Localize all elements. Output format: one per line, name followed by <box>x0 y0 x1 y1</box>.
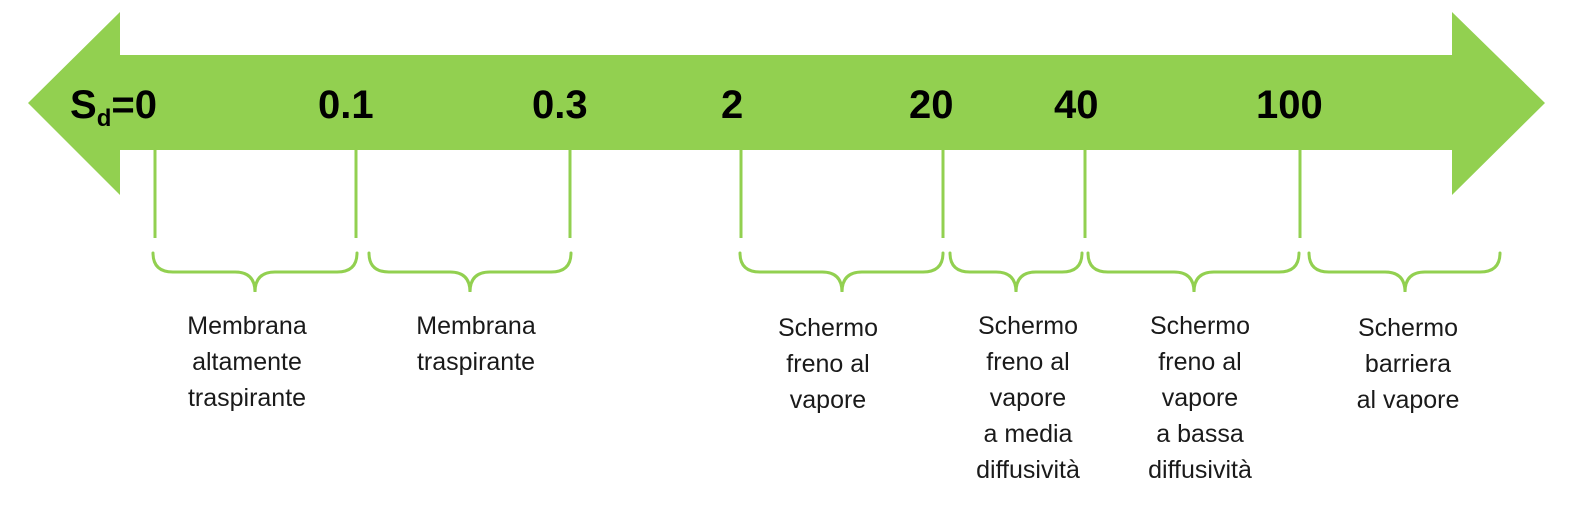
range-label-line: traspirante <box>187 384 307 412</box>
range-label-line: a bassa <box>1156 420 1244 448</box>
sd-symbol-main: S <box>70 83 97 127</box>
tick-value-0: =0 <box>111 83 157 127</box>
range-label-line: al vapore <box>1356 386 1460 414</box>
range-label-membrana-traspirante: Membrana traspirante <box>376 308 576 380</box>
range-label-line: traspirante <box>416 348 536 376</box>
range-label-schermo-freno-al-vapore: Schermo freno al vapore <box>728 310 928 418</box>
brace-membrana-altamente-traspirante <box>151 251 359 293</box>
brace-schermo-freno-bassa <box>1086 251 1301 293</box>
tick-value-20: 20 <box>909 83 954 127</box>
range-label-line: Schermo <box>1357 314 1459 342</box>
sd-axis-symbol: Sd=0 <box>70 83 157 132</box>
range-label-schermo-freno-media: Schermo freno al vapore a media diffusiv… <box>943 308 1113 488</box>
range-label-line: Schermo <box>1149 312 1251 340</box>
range-label-schermo-barriera: Schermo barriera al vapore <box>1318 310 1498 418</box>
range-label-line: Membrana <box>187 312 307 340</box>
brace-schermo-freno-al-vapore <box>738 251 945 293</box>
range-braces <box>151 251 1502 293</box>
range-label-line: barriera <box>1364 350 1452 378</box>
range-label-line: Schermo <box>977 312 1079 340</box>
brace-schermo-freno-media <box>948 251 1084 293</box>
range-label-line: Membrana <box>416 312 536 340</box>
tick-value-100: 100 <box>1256 83 1323 127</box>
range-label-line: Schermo <box>777 314 879 342</box>
range-label-line: vapore <box>789 386 867 414</box>
sd-symbol-subscript: d <box>97 105 112 132</box>
range-label-line: freno al <box>986 348 1070 376</box>
tick-value-0-1: 0.1 <box>318 83 374 127</box>
tick-value-2: 2 <box>721 83 743 127</box>
double-headed-arrow <box>28 12 1545 195</box>
tick-value-40: 40 <box>1054 83 1099 127</box>
brace-membrana-traspirante <box>367 251 573 293</box>
range-label-membrana-altamente-traspirante: Membrana altamente traspirante <box>147 308 347 416</box>
range-label-line: diffusività <box>976 456 1080 484</box>
range-label-line: vapore <box>1161 384 1239 412</box>
range-label-line: altamente <box>192 348 302 376</box>
range-label-line: a media <box>983 420 1073 448</box>
range-label-line: vapore <box>989 384 1067 412</box>
brace-schermo-barriera <box>1307 251 1502 293</box>
tick-value-0-3: 0.3 <box>532 83 588 127</box>
range-label-schermo-freno-bassa: Schermo freno al vapore a bassa diffusiv… <box>1115 308 1285 488</box>
range-label-line: diffusività <box>1148 456 1252 484</box>
tick-lines <box>153 150 1302 238</box>
range-label-line: freno al <box>786 350 870 378</box>
range-label-line: freno al <box>1158 348 1242 376</box>
